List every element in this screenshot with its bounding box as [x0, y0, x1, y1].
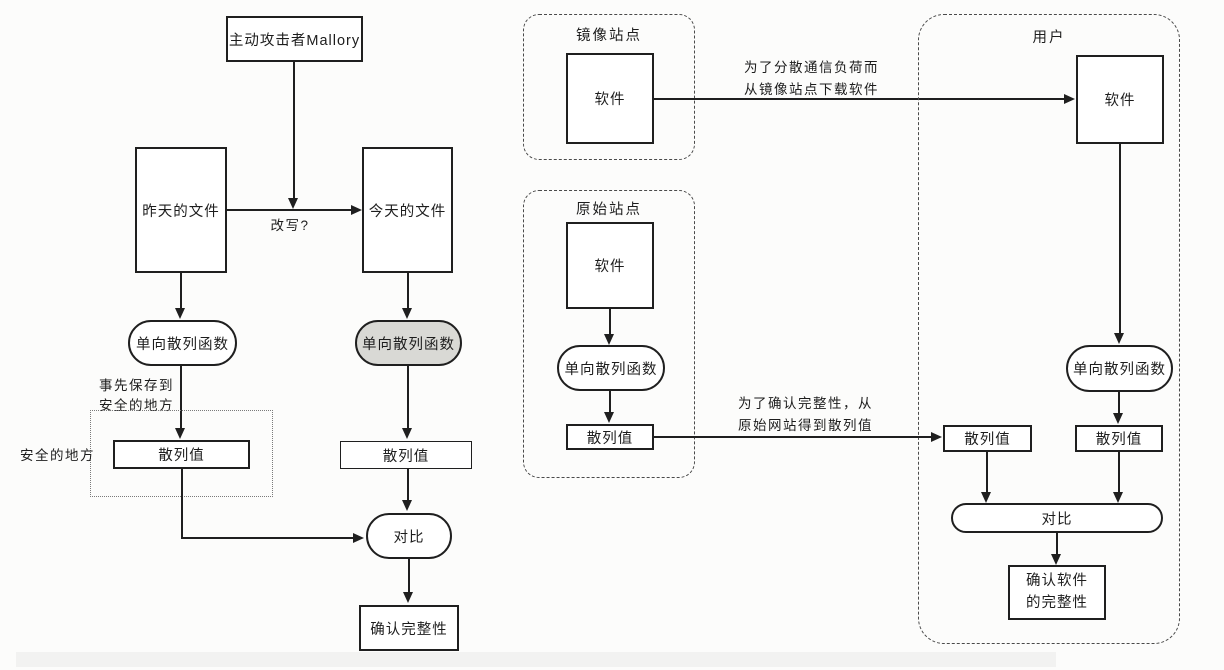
hash-function-oval-yesterday: 单向散列函数 — [128, 320, 237, 366]
user-hash-value-from-origin-box: 散列值 — [943, 425, 1032, 452]
download-annotation-line2: 从镜像站点下载软件 — [744, 81, 879, 97]
download-annotation-line1: 为了分散通信负荷而 — [744, 60, 879, 75]
user-software-box: 软件 — [1076, 55, 1164, 144]
safe-place-label: 安全的地方 — [20, 448, 95, 463]
arrowhead-hash-save — [175, 428, 185, 439]
arrowhead-user-software-down — [1114, 333, 1124, 344]
arrow-line-today-down — [407, 273, 409, 309]
arrowhead-hv-compare — [402, 500, 412, 511]
origin-site-zone — [523, 190, 695, 478]
arrowhead-hv-origin-compare — [981, 492, 991, 503]
arrow-line-hv-compare — [407, 469, 409, 501]
arrow-line-hv-computed-compare — [1118, 452, 1120, 493]
confirm-integrity-box: 确认完整性 — [359, 605, 459, 651]
arrow-line-mallory-down — [293, 62, 295, 199]
arrowhead-download — [1064, 93, 1075, 104]
arrow-line-hv-origin-compare — [986, 452, 988, 493]
mirror-site-zone — [523, 14, 695, 160]
arrow-line-rewrite — [227, 209, 353, 211]
arrow-line-hash-save — [180, 366, 182, 429]
mirror-site-title: 镜像站点 — [576, 28, 642, 44]
arrow-line-origin-software-down — [609, 309, 611, 335]
user-confirm-line2: 的完整性 — [1026, 594, 1088, 611]
arrowhead-hash-today — [402, 428, 412, 439]
arrowhead-mallory-down — [288, 198, 298, 209]
arrow-line-hash-transfer — [654, 436, 932, 438]
arrowhead-user-compare-confirm — [1051, 554, 1061, 565]
arrow-line-yesterday-down — [180, 273, 182, 309]
arrow-line-compare-confirm — [408, 559, 410, 593]
hash-transfer-annotation-line1: 为了确认完整性，从 — [738, 396, 873, 411]
hash-transfer-annotation-line2: 原始网站得到散列值 — [738, 417, 873, 433]
compare-oval: 对比 — [366, 513, 452, 559]
user-compare-oval: 对比 — [951, 503, 1163, 533]
origin-hash-function-oval: 单向散列函数 — [557, 345, 665, 391]
origin-software-box: 软件 — [566, 222, 654, 309]
user-zone-title: 用户 — [1032, 30, 1066, 46]
elbow-line-vertical — [181, 469, 183, 539]
arrowhead-today-down — [402, 308, 412, 319]
arrowhead-rewrite — [351, 204, 362, 215]
origin-site-title: 原始站点 — [576, 202, 642, 218]
save-note-line2: 安全的地方 — [99, 397, 174, 413]
arrow-line-download — [654, 98, 1065, 100]
today-file-box: 今天的文件 — [362, 147, 453, 273]
user-zone — [918, 14, 1180, 644]
arrow-line-origin-hash-down — [609, 391, 611, 413]
arrowhead-hash-transfer — [931, 431, 942, 442]
arrow-line-user-software-down — [1119, 144, 1121, 334]
arrowhead-compare-confirm — [403, 592, 413, 603]
user-confirm-line1: 确认软件 — [1026, 572, 1088, 589]
user-hash-function-oval: 单向散列函数 — [1066, 345, 1173, 392]
arrowhead-hv-computed-compare — [1113, 492, 1123, 503]
arrowhead-origin-hash-down — [604, 412, 614, 423]
arrowhead-origin-software-down — [604, 334, 614, 345]
save-note: 事先保存到 安全的地方 — [99, 376, 174, 415]
arrow-line-user-hash-down — [1118, 392, 1120, 414]
rewrite-question-label: 改写? — [270, 218, 310, 233]
arrowhead-user-hash-down — [1113, 413, 1123, 424]
arrow-line-user-compare-confirm — [1056, 533, 1058, 555]
yesterday-file-box: 昨天的文件 — [135, 147, 227, 273]
arrowhead-yesterday-down — [175, 308, 185, 319]
mirror-software-box: 软件 — [566, 53, 654, 144]
user-hash-value-computed-box: 散列值 — [1075, 425, 1163, 452]
origin-hash-value-box: 散列值 — [566, 424, 654, 450]
save-note-line1: 事先保存到 — [99, 378, 174, 393]
hash-transfer-annotation: 为了确认完整性，从 原始网站得到散列值 — [738, 393, 873, 436]
attacker-mallory-box: 主动攻击者Mallory — [226, 16, 363, 62]
elbow-line-horizontal — [181, 537, 354, 539]
download-annotation: 为了分散通信负荷而 从镜像站点下载软件 — [744, 57, 879, 100]
scan-artifact-band — [16, 652, 1056, 667]
hash-value-box-saved: 散列值 — [113, 440, 250, 469]
arrow-line-hash-today — [407, 366, 409, 429]
user-confirm-integrity-box: 确认软件 的完整性 — [1008, 565, 1106, 620]
arrowhead-into-compare-left — [353, 532, 364, 543]
hash-function-oval-today: 单向散列函数 — [355, 320, 462, 366]
hash-value-box-today: 散列值 — [340, 441, 472, 469]
